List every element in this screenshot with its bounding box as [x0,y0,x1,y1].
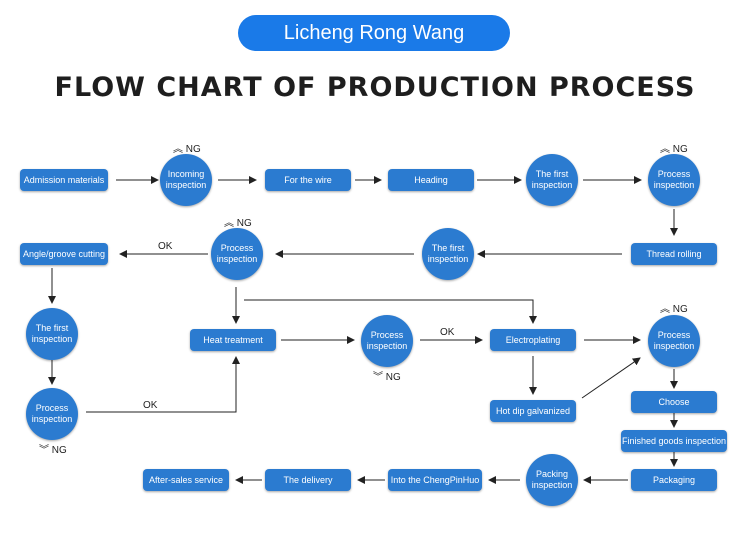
ok-label: OK [143,400,158,411]
node-into-chengpinhuo: Into the ChengPinHuo [388,469,482,491]
ok-label: OK [158,241,173,252]
double-chevron-up-icon: ︽ [173,144,183,155]
node-first-inspection-2: The first inspection [422,228,474,280]
edge [244,299,537,324]
node-packaging: Packaging [631,469,717,491]
node-packing-inspection: Packing inspection [526,454,578,506]
node-angle-groove-cutting: Angle/groove cutting [20,243,108,265]
node-thread-rolling: Thread rolling [631,243,717,265]
node-the-delivery: The delivery [265,469,351,491]
double-chevron-up-icon: ︽ [660,144,670,155]
page-title: FLOW CHART OF PRODUCTION PROCESS [54,72,696,103]
node-after-sales-service: After-sales service [143,469,229,491]
node-incoming-inspection: Incoming inspection [160,154,212,206]
edge [581,357,641,399]
node-hot-dip-galvanized: Hot dip galvanized [490,400,576,422]
double-chevron-up-icon: ︽ [224,218,234,229]
node-choose: Choose [631,391,717,413]
ok-label: OK [440,327,455,338]
node-first-inspection-1: The first inspection [526,154,578,206]
node-heading: Heading [388,169,474,191]
node-heat-treatment: Heat treatment [190,329,276,351]
node-process-inspection-5: Process inspection [648,315,700,367]
brand-badge: Licheng Rong Wang [238,15,510,51]
node-electroplating: Electroplating [490,329,576,351]
node-for-the-wire: For the wire [265,169,351,191]
ng-label: ︾ NG [39,445,67,456]
double-chevron-down-icon: ︾ [373,372,383,383]
ng-label: ︽ NG [224,218,252,229]
edge [86,356,240,413]
node-process-inspection-2: Process inspection [211,228,263,280]
node-finished-goods-inspection: Finished goods inspection [621,430,727,452]
node-admission-materials: Admission materials [20,169,108,191]
ng-label: ︽ NG [660,304,688,315]
node-process-inspection-3: Process inspection [26,388,78,440]
double-chevron-up-icon: ︽ [660,304,670,315]
ng-label: ︽ NG [660,144,688,155]
ng-label: ︽ NG [173,144,201,155]
node-process-inspection-1: Process inspection [648,154,700,206]
ng-label: ︾ NG [373,372,401,383]
double-chevron-down-icon: ︾ [39,445,49,456]
node-first-inspection-3: The first inspection [26,308,78,360]
node-process-inspection-4: Process inspection [361,315,413,367]
